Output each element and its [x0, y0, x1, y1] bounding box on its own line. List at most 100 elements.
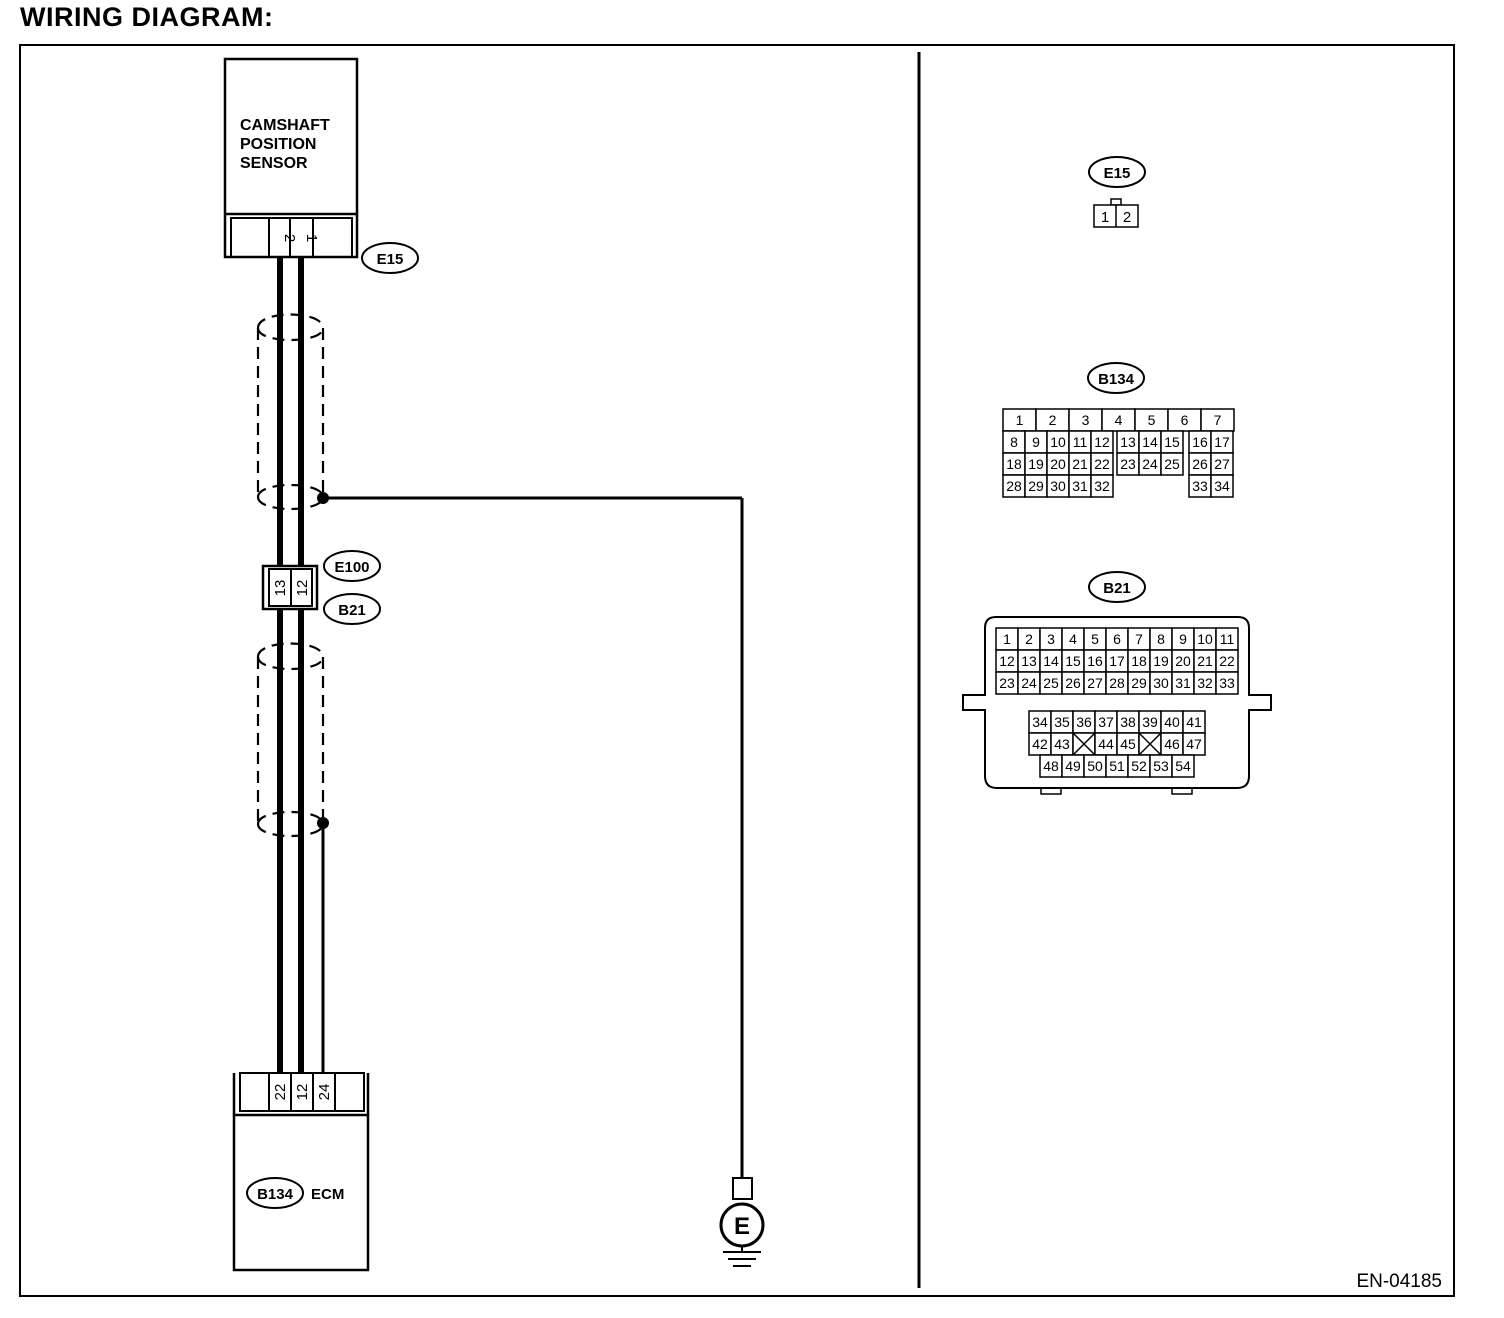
- pin-number: 30: [1153, 675, 1169, 691]
- e15-pin: 1: [1101, 209, 1109, 226]
- sensor-label-line-3: SENSOR: [240, 155, 308, 172]
- pin-number: 44: [1098, 736, 1114, 752]
- pin-number: 32: [1094, 478, 1110, 494]
- ecm-pin: 12: [294, 1084, 311, 1101]
- pin-number: 31: [1175, 675, 1191, 691]
- pin-number: 51: [1109, 758, 1125, 774]
- pin-number: 18: [1131, 653, 1147, 669]
- connector-view-e15: E15 1 2: [1088, 156, 1146, 228]
- pin-number: 17: [1109, 653, 1125, 669]
- pin-number: 20: [1050, 456, 1066, 472]
- pin-number: 1: [1003, 631, 1011, 647]
- pin-number: 54: [1175, 758, 1191, 774]
- pin-number: 21: [1072, 456, 1088, 472]
- pin-number: 27: [1087, 675, 1103, 691]
- pin-number: 3: [1082, 412, 1090, 428]
- pin-number: 37: [1098, 714, 1114, 730]
- pin-cell: [1090, 474, 1114, 498]
- pin-number: 6: [1113, 631, 1121, 647]
- pin-number: 7: [1135, 631, 1143, 647]
- svg-text:E15: E15: [1104, 165, 1131, 182]
- ecm-pin: 22: [272, 1084, 289, 1101]
- joint-pin: 13: [272, 580, 289, 597]
- svg-text:B21: B21: [1103, 580, 1131, 597]
- pin-number: 43: [1054, 736, 1070, 752]
- pin-number: 8: [1010, 434, 1018, 450]
- pin-number: 17: [1214, 434, 1230, 450]
- pin-number: 8: [1157, 631, 1165, 647]
- pin-number: 26: [1192, 456, 1208, 472]
- pin-number: 30: [1050, 478, 1066, 494]
- pin-number: 48: [1043, 758, 1059, 774]
- pin-number: 36: [1076, 714, 1092, 730]
- pin-number: 12: [999, 653, 1015, 669]
- pin-number: 25: [1043, 675, 1059, 691]
- pin-number: 16: [1087, 653, 1103, 669]
- pin-number: 34: [1032, 714, 1048, 730]
- sensor-pin: 1: [303, 234, 320, 242]
- pin-number: 29: [1131, 675, 1147, 691]
- pin-number: 21: [1197, 653, 1213, 669]
- pin-number: 39: [1142, 714, 1158, 730]
- ecm-label: ECM: [311, 1186, 344, 1203]
- ground-symbol: E: [719, 1177, 765, 1267]
- pin-cell: [1210, 474, 1234, 498]
- pin-number: 4: [1115, 412, 1123, 428]
- pin-number: 24: [1142, 456, 1158, 472]
- pin-number: 15: [1164, 434, 1180, 450]
- pin-number: 7: [1214, 412, 1222, 428]
- pin-number: 38: [1120, 714, 1136, 730]
- figure-code: EN-04185: [1356, 1271, 1442, 1292]
- svg-text:E15: E15: [377, 251, 404, 268]
- connector-tag-b21: B21: [323, 593, 381, 625]
- harness-wires: [277, 257, 744, 1178]
- pin-number: 20: [1175, 653, 1191, 669]
- pin-number: 12: [1094, 434, 1110, 450]
- pin-number: 22: [1094, 456, 1110, 472]
- pin-number: 29: [1028, 478, 1044, 494]
- sensor-label-line-1: CAMSHAFT: [240, 117, 330, 134]
- pin-number: 52: [1131, 758, 1147, 774]
- pin-number: 14: [1142, 434, 1158, 450]
- pin-number: 25: [1164, 456, 1180, 472]
- e15-pin: 2: [1123, 209, 1131, 226]
- camshaft-position-sensor: CAMSHAFT POSITION SENSOR 2 1: [223, 57, 359, 259]
- pin-number: 34: [1214, 478, 1230, 494]
- page-title: WIRING DIAGRAM:: [20, 2, 274, 32]
- pin-number: 47: [1186, 736, 1202, 752]
- joint-pin: 12: [294, 580, 311, 597]
- svg-text:B134: B134: [1098, 371, 1135, 388]
- pin-number: 14: [1043, 653, 1059, 669]
- shield-lower: [256, 642, 325, 838]
- svg-text:B21: B21: [338, 602, 366, 619]
- pin-number: 33: [1192, 478, 1208, 494]
- pin-number: 28: [1109, 675, 1125, 691]
- pin-number: 31: [1072, 478, 1088, 494]
- diagram-frame: [19, 44, 1455, 1297]
- pin-number: 5: [1091, 631, 1099, 647]
- sensor-label-line-2: POSITION: [240, 136, 316, 153]
- sensor-pin: 2: [281, 234, 298, 242]
- pin-number: 10: [1050, 434, 1066, 450]
- pin-number: 41: [1186, 714, 1202, 730]
- pin-number: 9: [1032, 434, 1040, 450]
- svg-text:E: E: [734, 1213, 750, 1240]
- pin-number: 49: [1065, 758, 1081, 774]
- blank-cavity-cross: [1072, 732, 1096, 756]
- pin-number: 26: [1065, 675, 1081, 691]
- pin-number: 15: [1065, 653, 1081, 669]
- pin-number: 35: [1054, 714, 1070, 730]
- pin-number: 18: [1006, 456, 1022, 472]
- pin-number: 50: [1087, 758, 1103, 774]
- pin-number: 19: [1153, 653, 1169, 669]
- blank-cavity-cross: [1138, 732, 1162, 756]
- pin-number: 4: [1069, 631, 1077, 647]
- connector-tag-b134-text: B134: [257, 1186, 294, 1203]
- pin-number: 5: [1148, 412, 1156, 428]
- pin-number: 13: [1120, 434, 1136, 450]
- ecm: 22 12 24 B134 ECM: [232, 1072, 370, 1272]
- pin-number: 23: [1120, 456, 1136, 472]
